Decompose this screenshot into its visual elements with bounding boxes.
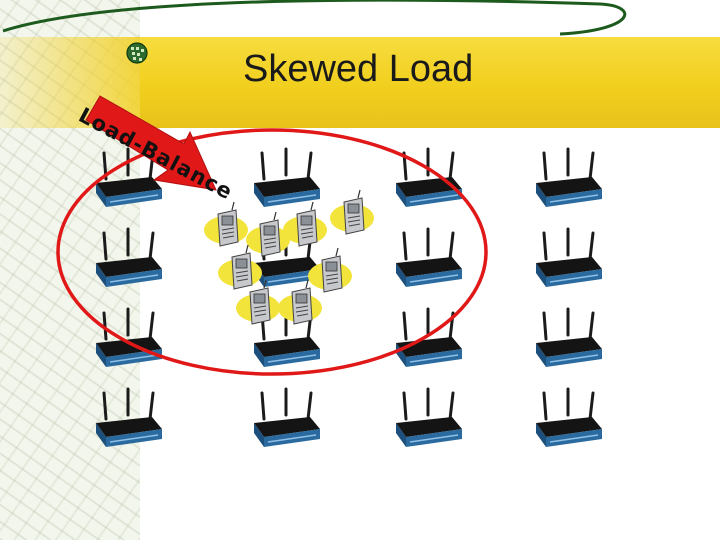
slide-title: Skewed Load: [243, 48, 474, 90]
load-balance-arrow: [85, 95, 217, 191]
mobile-user-icon: [307, 247, 353, 293]
wireless-router-icon: [534, 227, 604, 289]
user-cluster: [203, 189, 375, 325]
mobile-user-icon: [245, 211, 291, 257]
mobile-user-icon: [203, 201, 249, 247]
title-band: [140, 37, 720, 128]
wireless-router-icon: [94, 307, 164, 369]
globe-icon: [126, 42, 148, 64]
wireless-router-icon: [534, 387, 604, 449]
wireless-router-icon: [534, 147, 604, 209]
decorative-swoosh: [2, 0, 627, 36]
wireless-router-icon: [94, 387, 164, 449]
wireless-router-icon: [534, 307, 604, 369]
mobile-user-icon: [329, 189, 375, 235]
mobile-user-icon: [282, 201, 328, 247]
wireless-router-icon: [394, 387, 464, 449]
wireless-router-icon: [394, 227, 464, 289]
wireless-router-icon: [252, 387, 322, 449]
mobile-user-icon: [217, 244, 263, 290]
overload-region-ellipse: [56, 128, 488, 376]
wireless-router-icon: [94, 227, 164, 289]
mobile-user-icon: [277, 279, 323, 325]
wireless-router-icon: [252, 147, 322, 209]
router-grid: [94, 147, 604, 449]
